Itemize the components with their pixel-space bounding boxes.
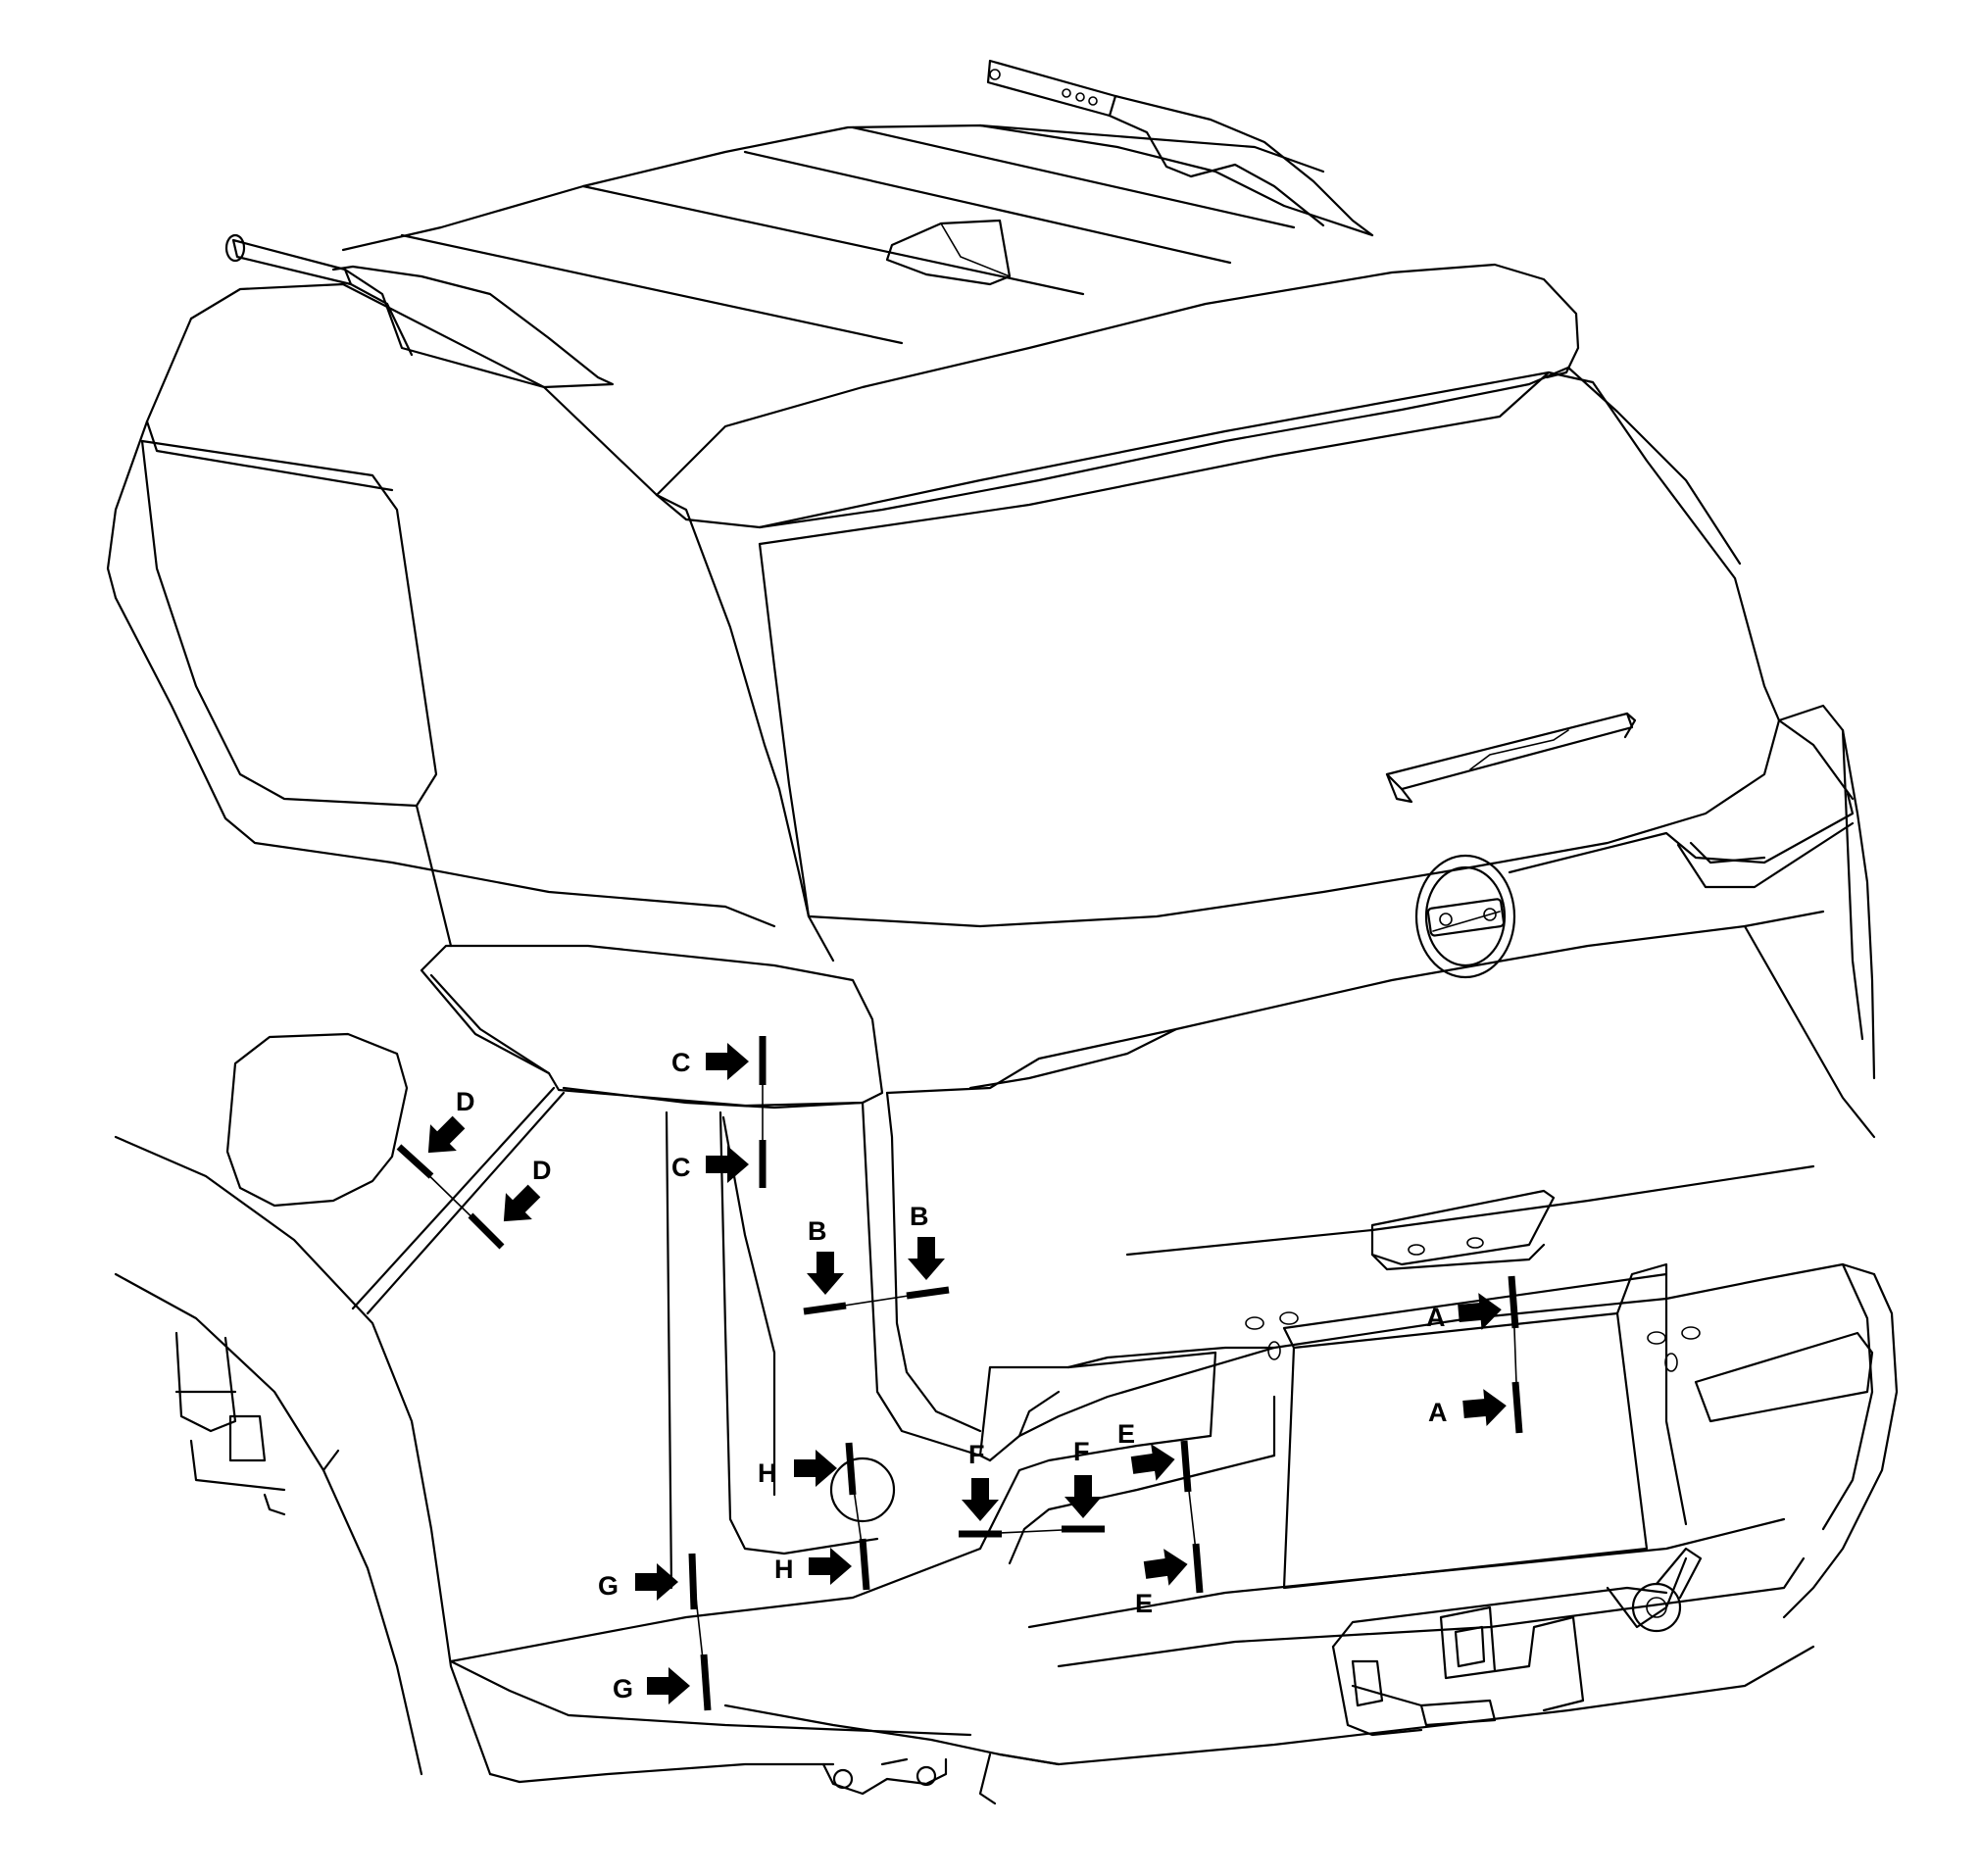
arrow-down-left-icon [415, 1109, 472, 1166]
section-mark-g-upper [688, 1553, 698, 1610]
callout-label-a-upper: A [1426, 1303, 1446, 1332]
section-line-d [415, 1161, 487, 1232]
arrow-down-icon [962, 1478, 999, 1521]
callout-g-upper: G [598, 1553, 698, 1610]
callout-label-d-upper: D [456, 1087, 475, 1116]
vehicle-outline [106, 59, 1899, 1805]
callout-label-h-lower: H [774, 1555, 794, 1584]
section-line-e [1185, 1464, 1199, 1569]
section-mark-d-upper [396, 1144, 434, 1179]
arrow-right-icon [809, 1548, 852, 1585]
callout-label-e-lower: E [1135, 1589, 1153, 1618]
callout-label-e-upper: E [1117, 1419, 1135, 1449]
arrow-down-icon [807, 1252, 844, 1295]
arrow-right-icon [1129, 1441, 1178, 1484]
arrow-right-icon [706, 1146, 749, 1183]
callout-h-lower: H [774, 1538, 870, 1591]
section-line-g [693, 1579, 707, 1687]
callout-a-lower: A [1428, 1381, 1523, 1434]
callout-label-d-lower: D [532, 1156, 552, 1185]
callout-e-lower: E [1135, 1543, 1204, 1618]
callout-e-upper: E [1117, 1419, 1192, 1493]
callout-a-upper: A [1426, 1275, 1519, 1332]
callout-b-left: B [803, 1216, 847, 1315]
section-line-f [979, 1528, 1084, 1535]
callout-label-b-right: B [910, 1202, 929, 1231]
section-line-h [850, 1467, 866, 1565]
callout-g-lower: G [613, 1654, 712, 1711]
callout-label-h-upper: H [758, 1458, 777, 1488]
arrow-down-left-icon [490, 1177, 548, 1235]
callout-c-lower: C [671, 1140, 767, 1188]
arrow-right-icon [647, 1667, 690, 1704]
arrow-right-icon [706, 1043, 749, 1080]
arrow-right-icon [794, 1450, 837, 1487]
arrow-right-icon [1142, 1546, 1191, 1589]
callout-label-a-lower: A [1428, 1398, 1448, 1427]
callout-label-g-upper: G [598, 1571, 619, 1601]
callout-label-g-lower: G [613, 1674, 633, 1703]
callout-label-c-lower: C [671, 1153, 691, 1182]
callout-label-c-upper: C [671, 1048, 691, 1077]
callout-d-upper: D [396, 1087, 475, 1179]
callout-b-right: B [906, 1202, 950, 1300]
callout-f-right: F [1062, 1437, 1105, 1533]
callout-label-f-left: F [968, 1440, 985, 1469]
callout-label-b-left: B [808, 1216, 827, 1246]
section-line-b [824, 1292, 928, 1309]
arrow-down-icon [1064, 1475, 1102, 1518]
arrow-down-icon [908, 1237, 945, 1280]
callout-c-upper: C [671, 1036, 767, 1085]
arrow-right-icon [1461, 1387, 1509, 1428]
callout-label-f-right: F [1073, 1437, 1090, 1466]
section-line-a [1512, 1301, 1518, 1412]
callout-d-lower: D [468, 1156, 552, 1250]
